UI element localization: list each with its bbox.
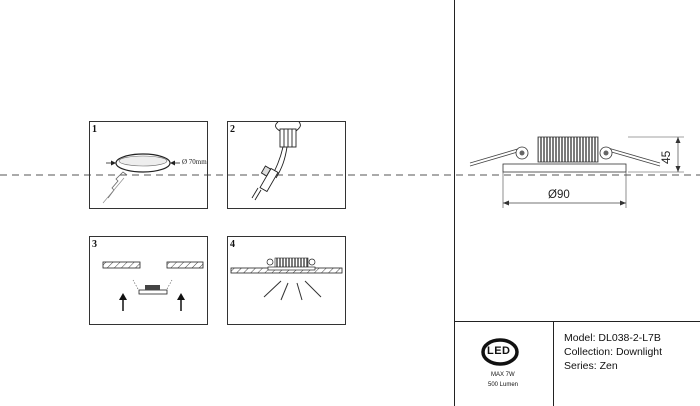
height-dimension-label: 45: [659, 150, 673, 164]
elevation-drawing: [469, 136, 684, 208]
power-spec: MAX 7W: [491, 372, 515, 378]
led-logo-text: LED: [487, 345, 511, 357]
model-text: Model: DL038-2-L7B: [564, 332, 661, 344]
step-number-4: 4: [230, 239, 235, 250]
series-text: Series: Zen: [564, 360, 618, 372]
lumen-spec: 500 Lumen: [488, 382, 519, 388]
step-2-illustration: [251, 121, 301, 201]
step-1-box: [89, 121, 208, 209]
step-number-2: 2: [230, 124, 235, 135]
step-3-box: [89, 236, 208, 325]
step-number-1: 1: [92, 124, 97, 135]
step-4-illustration: [230, 257, 343, 301]
step-1-diameter-label: Ø 70mm: [182, 158, 207, 166]
step-3-illustration: [102, 261, 204, 311]
step-1-illustration: [102, 153, 180, 204]
diameter-dimension-label: Ø90: [548, 189, 570, 201]
led-logo-ring: [481, 338, 519, 366]
step-number-3: 3: [92, 239, 97, 250]
step-2-box: [227, 121, 346, 209]
collection-text: Collection: Downlight: [564, 346, 663, 358]
step-4-box: [227, 236, 346, 325]
